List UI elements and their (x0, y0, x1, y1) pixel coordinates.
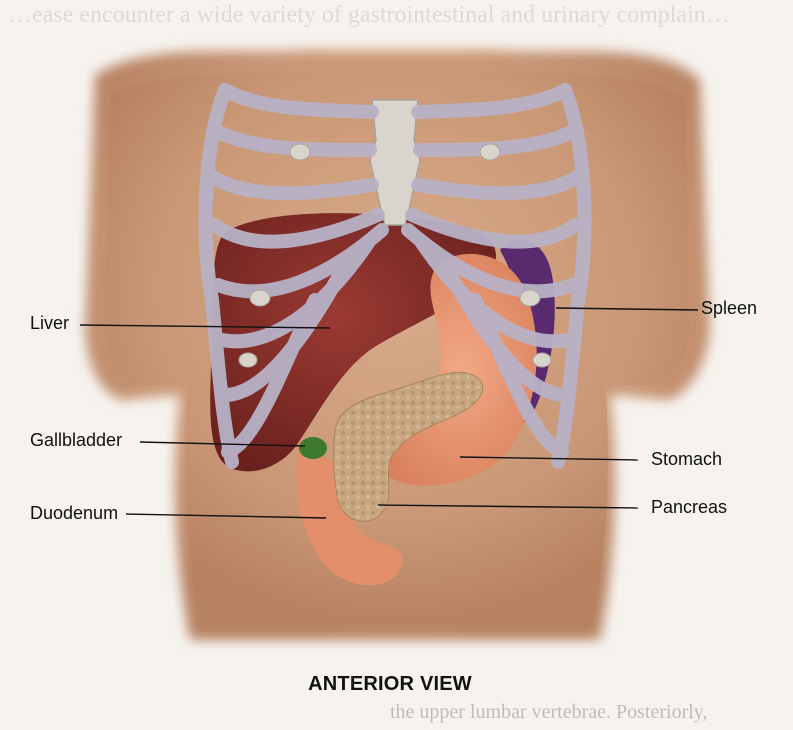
label-gallbladder: Gallbladder (30, 430, 122, 451)
label-liver: Liver (30, 313, 69, 334)
label-stomach: Stomach (651, 449, 722, 470)
label-spleen: Spleen (701, 298, 757, 319)
label-pancreas: Pancreas (651, 497, 727, 518)
figure-caption: ANTERIOR VIEW (300, 673, 480, 696)
gallbladder-organ (299, 437, 327, 459)
background-page-text-bottom: the upper lumbar vertebrae. Posteriorly, (390, 701, 707, 724)
label-duodenum: Duodenum (30, 503, 118, 524)
